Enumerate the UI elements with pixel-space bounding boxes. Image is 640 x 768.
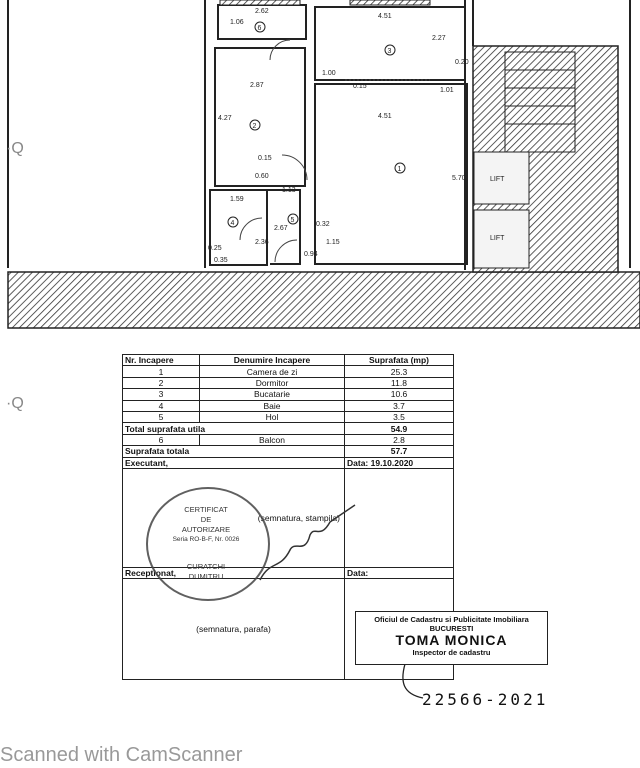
lift-box (473, 151, 530, 205)
lift-box (473, 209, 530, 269)
room-number: 4 (231, 220, 235, 227)
room-number: 1 (398, 166, 402, 173)
lift-label: LIFT (490, 176, 505, 183)
dimension: 1.15 (326, 239, 340, 246)
dimension: 0.25 (208, 245, 222, 252)
scan-artifact: ·Q (6, 395, 24, 412)
dimension: 1.01 (440, 87, 454, 94)
dimension: 4.27 (218, 115, 232, 122)
dimension: 2.27 (432, 35, 446, 42)
dimension: 4.51 (378, 113, 392, 120)
room-number: 2 (253, 123, 257, 130)
corridor-hatch (7, 271, 640, 329)
stamp-line: CURATCHI (186, 562, 226, 571)
stamp-line: DE (200, 515, 212, 524)
authorization-stamp (146, 487, 270, 601)
dimension: 2.62 (255, 8, 269, 15)
dimension: 2.67 (274, 225, 288, 232)
dimension: 1.13 (282, 187, 296, 194)
floor-plan: LIFT LIFT 6 2 3 1 4 5 2.62 1.06 4.51 2.2… (7, 0, 640, 329)
dimension: 0.35 (214, 257, 228, 264)
room-number: 5 (291, 217, 295, 224)
dimension: 2.87 (250, 82, 264, 89)
dimension-labels: 2.62 1.06 4.51 2.27 0.20 1.00 0.15 1.01 … (208, 8, 469, 264)
dimension: 2.36 (255, 239, 269, 246)
header-area: Suprafata (mp) (344, 353, 454, 367)
dimension: 0.60 (255, 173, 269, 180)
ocpi-stamp: Oficiul de Cadastru si Publicitate Imobi… (355, 611, 548, 665)
dimension: 0.20 (455, 59, 469, 66)
signature-scribble (259, 504, 356, 581)
header-nr: Nr. Incapere (122, 353, 200, 367)
ocpi-city: BUCURESTI (429, 624, 474, 633)
dimension: 1.06 (230, 19, 244, 26)
registration-number: 22566-2021 (422, 690, 549, 709)
dimension: 1.00 (322, 70, 336, 77)
stamp-line: DUMITRU (188, 572, 224, 581)
executant-row: Executant,Data: 19.10.2020 (122, 456, 454, 469)
lift-label: LIFT (490, 235, 505, 242)
window-hatch (349, 0, 431, 6)
dimension: 5.70 (452, 175, 466, 182)
scan-artifact: ·Q (6, 140, 24, 157)
room-number: 3 (388, 48, 392, 55)
dimension: 0.15 (353, 83, 367, 90)
data-label: Data: (344, 566, 454, 580)
dimension: 0.32 (316, 221, 330, 228)
door-swings (239, 39, 430, 263)
dimension: 0.15 (258, 155, 272, 162)
ocpi-name: TOMA MONICA (395, 632, 508, 648)
dimension: 4.51 (378, 13, 392, 20)
camscanner-watermark: Scanned with CamScanner (0, 744, 243, 766)
window-hatch (219, 0, 301, 6)
stamp-line: CERTIFICAT (184, 505, 228, 514)
stairs (504, 51, 576, 153)
ocpi-office: Oficiul de Cadastru si Publicitate Imobi… (374, 615, 529, 624)
handwritten-curve (402, 664, 424, 699)
header-name: Denumire Incapere (199, 353, 345, 367)
walls (7, 0, 631, 270)
ocpi-role: Inspector de cadastru (412, 648, 491, 657)
dimension: 0.94 (304, 251, 318, 258)
room-numbers: 6 2 3 1 4 5 (227, 21, 406, 228)
stamp-line: AUTORIZARE (181, 525, 231, 534)
stamp-line: Seria RO-B-F, Nr. 0026 (172, 536, 240, 543)
room-number: 6 (258, 25, 262, 32)
dimension: 1.59 (230, 196, 244, 203)
